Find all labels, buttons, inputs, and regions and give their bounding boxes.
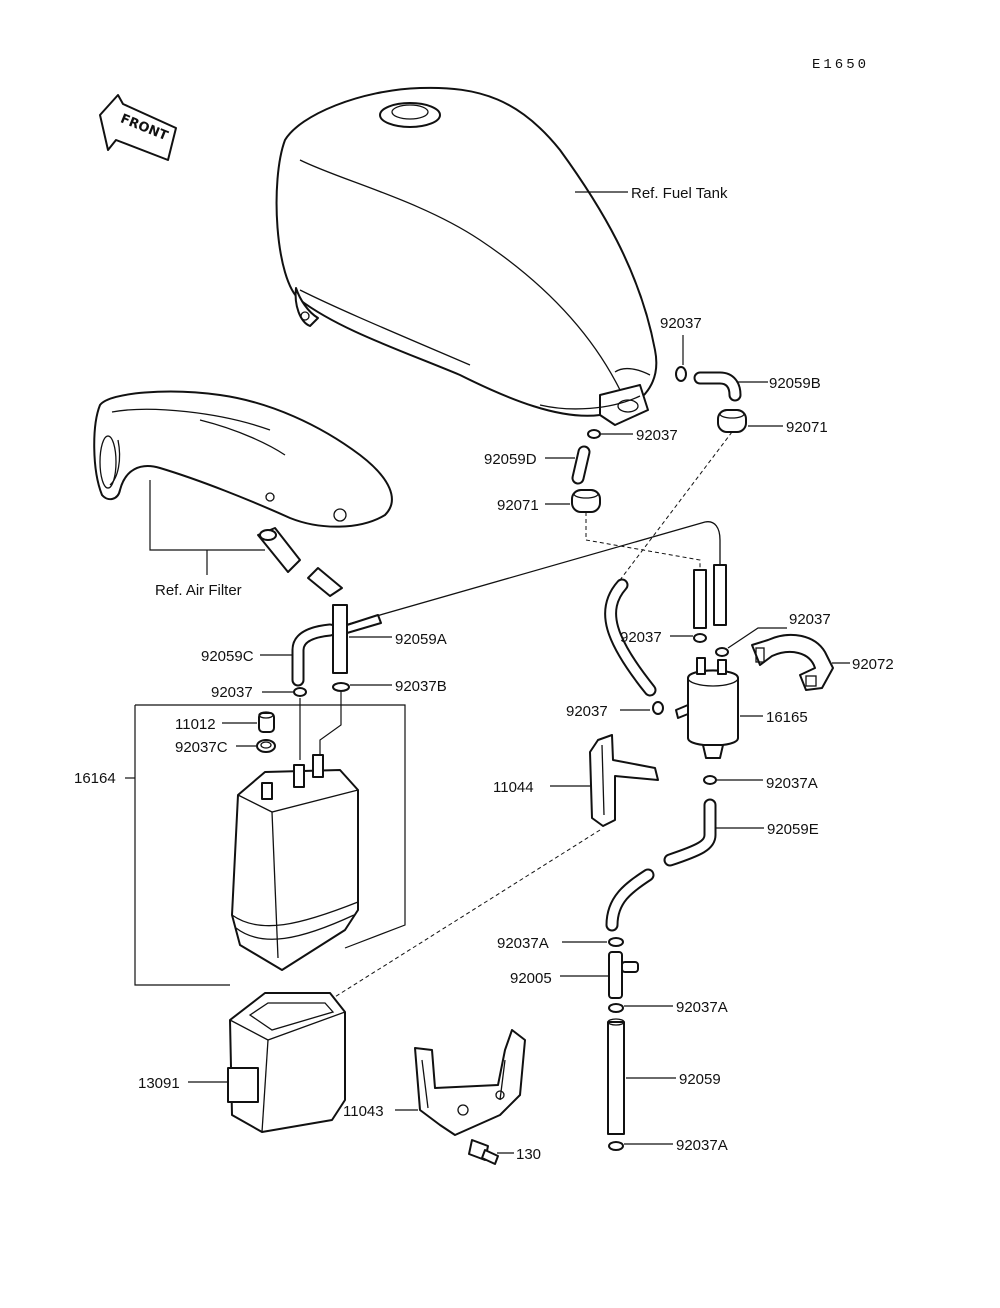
label-92059B: 92059B: [769, 375, 821, 392]
vent-line: [344, 521, 721, 626]
label-92037A-4: 92037A: [676, 1137, 728, 1154]
label-92059D: 92059D: [484, 451, 537, 468]
label-11044: 11044: [493, 779, 534, 796]
label-11012: 11012: [175, 716, 216, 733]
diagram-code: E1650: [812, 57, 869, 73]
bolt-130: [468, 1139, 499, 1165]
hose-92059B: [693, 371, 742, 402]
ring-92037C: [256, 739, 276, 753]
leader-92037-right: [727, 627, 787, 649]
clamp-92037B: [332, 682, 350, 692]
hose-92059: [607, 1018, 625, 1135]
label-ref-fuel-tank: Ref. Fuel Tank: [631, 185, 728, 202]
label-92037-top: 92037: [660, 315, 702, 332]
clamp-92037-right: [715, 647, 729, 657]
bracket-11044: [589, 734, 659, 827]
label-92059C: 92059C: [201, 648, 254, 665]
label-16165: 16165: [766, 709, 808, 726]
clamp-92037-mid: [587, 429, 601, 439]
fuel-tank: [275, 86, 658, 426]
label-92037-mid: 92037: [636, 427, 678, 444]
hose-92059C: [291, 623, 337, 687]
leader-bracket-16164: [134, 704, 406, 986]
clamp-92037A-2: [608, 937, 624, 947]
grommet-92071-right: [717, 409, 747, 433]
label-92037-right: 92037: [789, 611, 831, 628]
bracket-92072: [751, 633, 834, 691]
canister-16164: [231, 754, 359, 971]
label-92037A-2: 92037A: [497, 935, 549, 952]
label-92059: 92059: [679, 1071, 721, 1088]
canister-connect-lines: [299, 692, 342, 760]
box-13091: [227, 992, 346, 1133]
clamp-92037-canister: [293, 687, 307, 697]
tee-joint-92005: [608, 951, 639, 999]
label-92037C: 92037C: [175, 739, 228, 756]
label-92059E: 92059E: [767, 821, 819, 838]
label-11043: 11043: [343, 1103, 384, 1120]
label-92037-canister: 92037: [211, 684, 253, 701]
clamp-92037A-1: [703, 775, 717, 785]
air-filter-housing: [93, 390, 393, 597]
grommet-92071-left: [571, 489, 601, 513]
label-ref-air-filter: Ref. Air Filter: [155, 582, 242, 599]
label-16164: 16164: [74, 770, 116, 787]
clamp-92037-pair: [693, 633, 707, 643]
hose-92059E: [663, 798, 717, 867]
label-92059A: 92059A: [395, 631, 447, 648]
label-92037B: 92037B: [395, 678, 447, 695]
front-arrow-icon: FRONT: [99, 94, 177, 161]
bracket-11043: [414, 1029, 526, 1136]
leader-ref-air-filter: [149, 480, 265, 575]
clamp-92037A-3: [608, 1003, 624, 1013]
label-92037A-1: 92037A: [766, 775, 818, 792]
label-13091: 13091: [138, 1075, 180, 1092]
label-92037-pair: 92037: [620, 629, 662, 646]
label-92071-right: 92071: [786, 419, 828, 436]
clamp-92037A-4: [608, 1141, 624, 1151]
clamp-92037-top: [675, 366, 687, 382]
label-92072: 92072: [852, 656, 894, 673]
hoses-vertical-pair: [693, 564, 727, 629]
routing-line-a: [585, 512, 701, 575]
separator-16165: [675, 657, 739, 759]
hose-long-curved: [604, 578, 657, 697]
label-130: 130: [516, 1146, 541, 1163]
clamp-92037-hose: [652, 701, 664, 715]
cap-11012: [258, 711, 275, 733]
hose-upper-curved: [605, 868, 655, 932]
hose-92059D: [571, 445, 591, 485]
label-92005: 92005: [510, 970, 552, 987]
hose-92059A: [332, 604, 382, 674]
label-92037A-3: 92037A: [676, 999, 728, 1016]
label-92037-hose: 92037: [566, 703, 608, 720]
routing-line-b: [619, 431, 733, 581]
label-92071-left: 92071: [497, 497, 539, 514]
routing-line-c: [329, 829, 601, 1001]
